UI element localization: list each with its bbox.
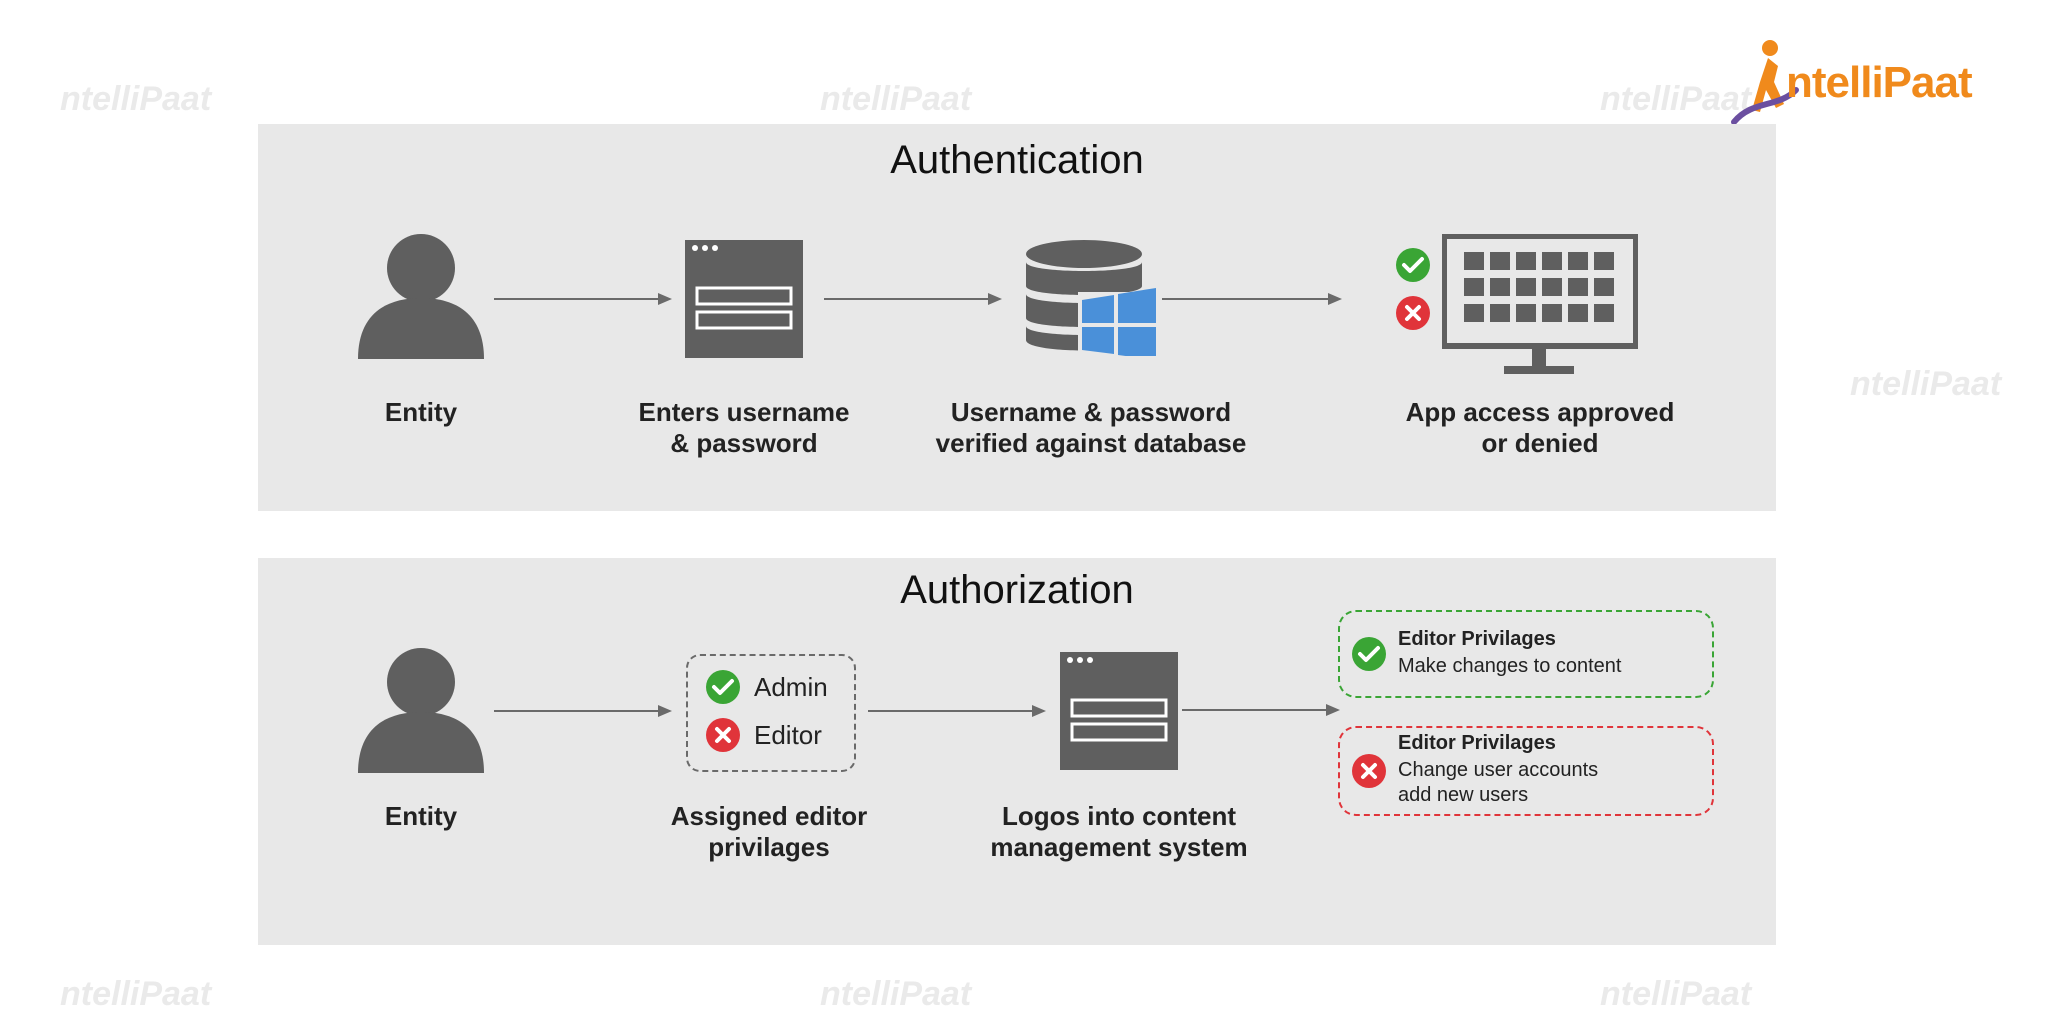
privilege-box-allowed: Editor Privilages Make changes to conten… — [1338, 610, 1714, 698]
privilege-title: Editor Privilages — [1398, 732, 1556, 754]
watermark: ntelliPaat — [60, 80, 212, 118]
check-icon — [706, 670, 740, 704]
role-row-editor: Editor — [706, 718, 822, 752]
role-row-admin: Admin — [706, 670, 828, 704]
privilege-title: Editor Privilages — [1398, 628, 1556, 650]
login-form-icon — [685, 240, 803, 358]
panel-title: Authentication — [890, 138, 1144, 182]
panel-title: Authorization — [900, 568, 1134, 612]
arrow-right-icon — [868, 705, 1046, 717]
database-windows-icon — [1026, 240, 1158, 356]
privilege-box-denied: Editor Privilages Change user accounts a… — [1338, 726, 1714, 816]
step-label: Entity — [384, 397, 458, 427]
authentication-panel: Authentication Entity Enters username & … — [258, 124, 1776, 511]
arrow-right-icon — [824, 293, 1002, 305]
step-label: Enters username & password — [638, 397, 850, 458]
watermark: ntelliPaat — [1850, 365, 2002, 403]
monitor-app-grid-icon — [1442, 234, 1638, 374]
watermark: ntelliPaat — [820, 975, 972, 1013]
privilege-description: Make changes to content — [1398, 655, 1622, 677]
cross-icon — [1352, 754, 1386, 788]
role-name: Admin — [754, 671, 828, 702]
check-icon — [1352, 637, 1386, 671]
check-icon — [1396, 248, 1430, 282]
cross-icon — [706, 718, 740, 752]
watermark: ntelliPaat — [820, 80, 972, 118]
arrow-right-icon — [1182, 704, 1340, 716]
user-icon — [358, 234, 484, 359]
cross-icon — [1396, 296, 1430, 330]
watermark: ntelliPaat — [1600, 80, 1752, 118]
step-label: Username & password verified against dat… — [935, 397, 1247, 458]
arrow-right-icon — [494, 293, 672, 305]
arrow-right-icon — [494, 705, 672, 717]
roles-box: Admin Editor — [686, 654, 856, 772]
intellipaat-logo-icon — [1731, 40, 1799, 125]
step-label: Assigned editor privilages — [670, 801, 868, 862]
watermark: ntelliPaat — [1600, 975, 1752, 1013]
login-form-icon — [1060, 652, 1178, 770]
user-icon — [358, 648, 484, 773]
step-label: Entity — [384, 801, 458, 831]
privilege-description: Change user accounts add new users — [1398, 759, 1599, 806]
step-label: App access approved or denied — [1405, 397, 1675, 458]
arrow-right-icon — [1162, 293, 1342, 305]
step-label: Logos into content management system — [990, 801, 1248, 862]
role-name: Editor — [754, 719, 822, 750]
watermark: ntelliPaat — [60, 975, 212, 1013]
logo-text: ntelliPaat — [1786, 58, 1973, 107]
authorization-panel: Authorization Entity Admin Editor Ass — [258, 558, 1776, 945]
